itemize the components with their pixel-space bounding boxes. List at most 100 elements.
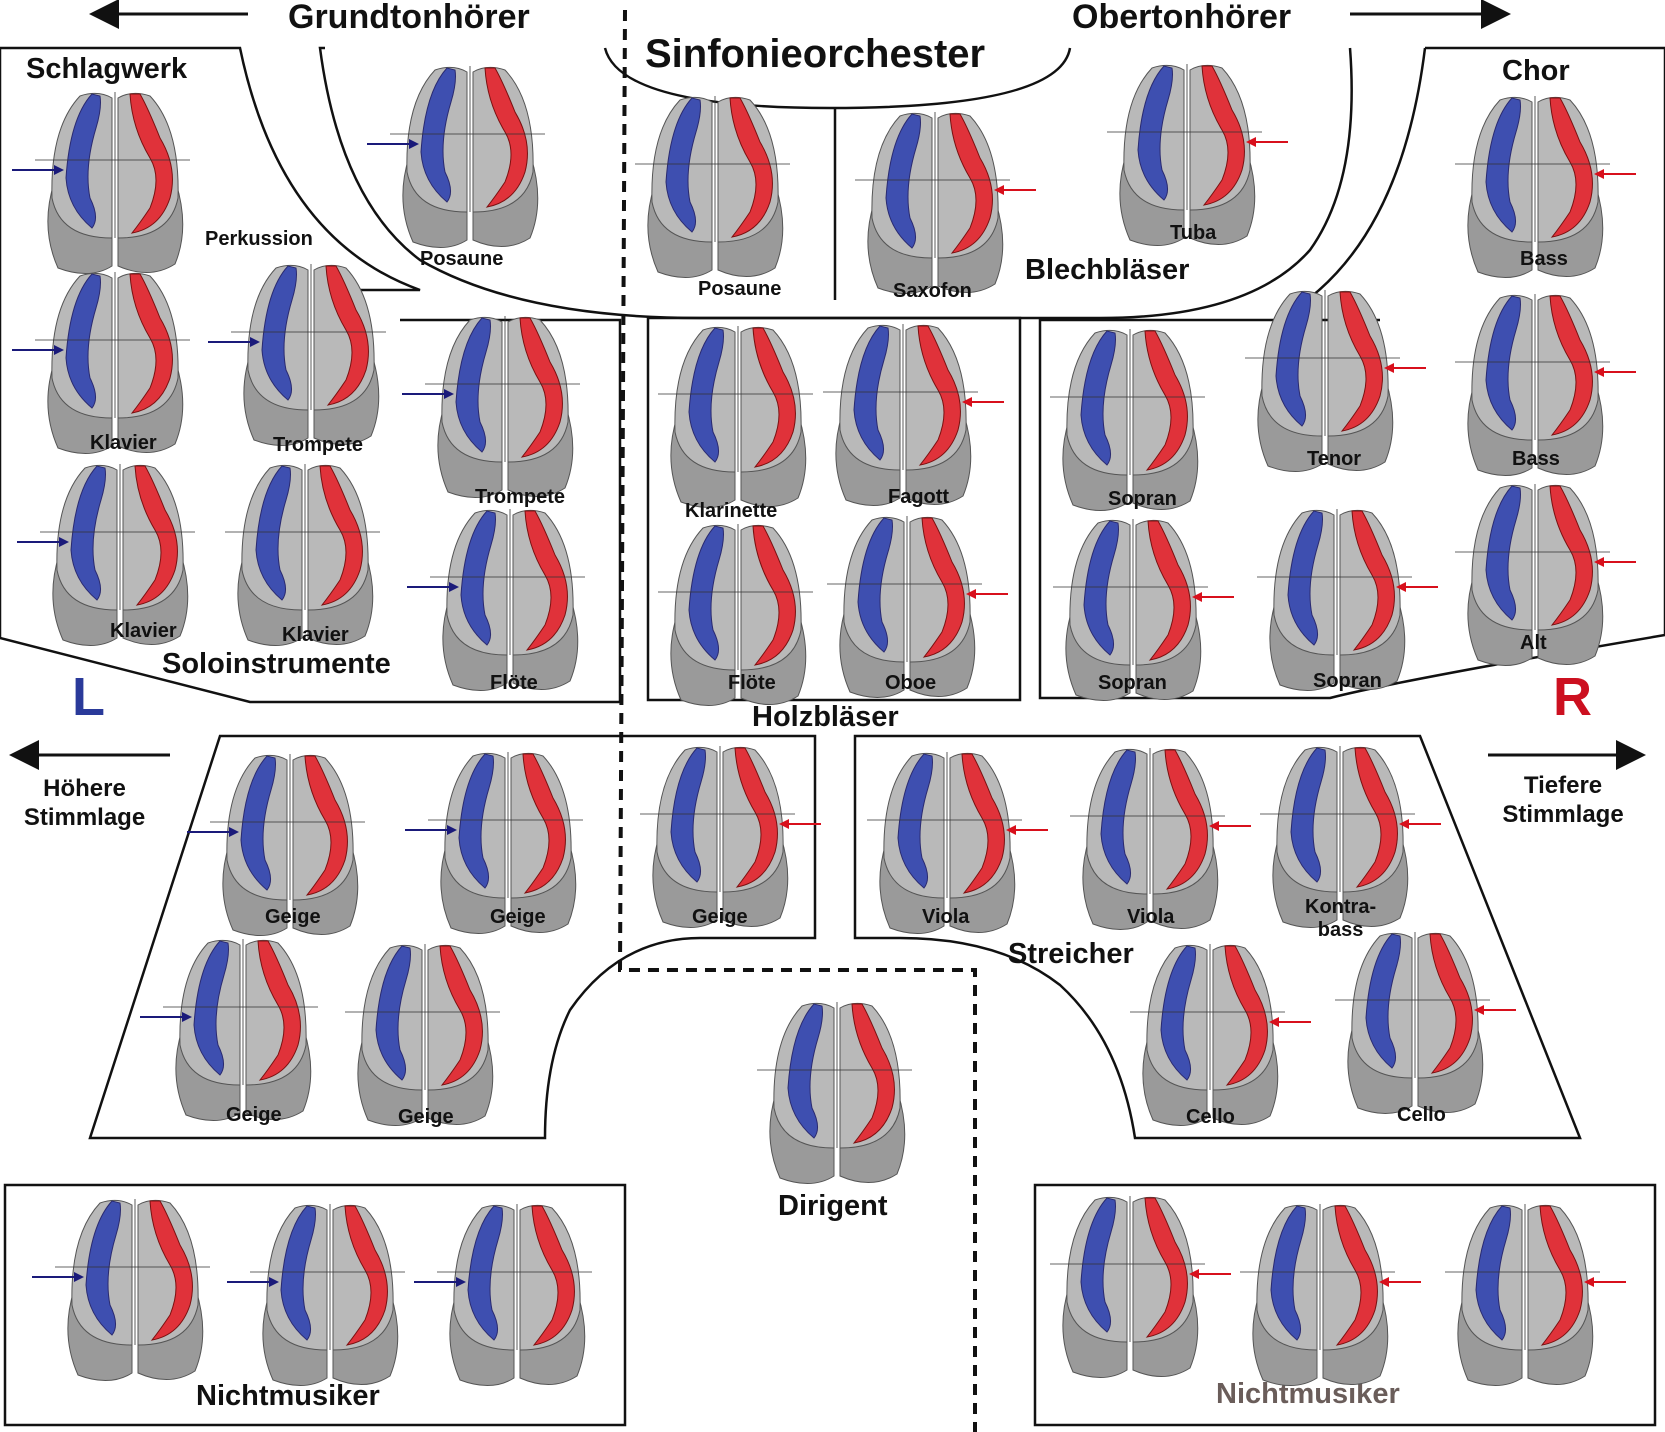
brain-label-cello-1: Cello (1186, 1106, 1235, 1128)
obertonhoerer-title: Obertonhörer (1072, 0, 1292, 36)
brain-posaune-2 (610, 92, 820, 282)
brain-label-bass-2: Bass (1512, 448, 1560, 470)
brain-trompete-1 (206, 260, 416, 450)
brain-image (1245, 290, 1426, 472)
brain-label-floete-1: Flöte (490, 672, 538, 694)
holzblaeser-label: Holzbläser (752, 701, 899, 733)
schlagwerk-label: Schlagwerk (26, 53, 188, 85)
sinfonieorchester-title: Sinfonieorchester (645, 32, 986, 76)
brain-image (1053, 519, 1234, 701)
brain-image (658, 524, 813, 706)
brain-image (225, 464, 380, 646)
left-hemisphere-letter: L (72, 667, 105, 727)
brain-nm-right-2 (1215, 1200, 1425, 1390)
brain-image (17, 464, 195, 646)
brain-nm-left-1 (30, 1195, 240, 1385)
brain-image (1260, 746, 1441, 928)
brain-image (227, 1204, 405, 1386)
brain-label-posaune-2: Posaune (698, 278, 782, 300)
brain-cello-2 (1310, 928, 1520, 1118)
brain-klavier-3 (200, 460, 410, 650)
brain-trompete-2 (400, 312, 610, 502)
hoehere-line2: Stimmlage (23, 803, 146, 831)
brain-image (1257, 509, 1438, 691)
brain-image (208, 264, 386, 446)
brain-image (1070, 748, 1251, 930)
brain-image (1455, 96, 1636, 278)
brain-label-sopran-1: Sopran (1108, 488, 1177, 510)
brain-image (867, 752, 1048, 934)
brain-label-viola-2: Viola (1127, 906, 1175, 928)
brain-viola-1 (842, 748, 1052, 938)
streicher-box (853, 734, 1582, 1140)
brain-label-bass-1: Bass (1520, 248, 1568, 270)
brain-geige-4 (138, 935, 348, 1125)
brain-image (1240, 1204, 1421, 1386)
brain-sopran-1 (1025, 325, 1235, 515)
brain-image (407, 509, 585, 691)
brain-posaune-1 (365, 62, 575, 252)
holz-box (646, 316, 1022, 702)
brain-geige-3 (615, 742, 825, 932)
brain-image (187, 754, 365, 936)
brain-image (823, 324, 1004, 506)
brain-label-cello-2: Cello (1397, 1104, 1446, 1126)
brain-alt (1430, 480, 1640, 670)
brain-label-geige-1: Geige (265, 906, 321, 928)
tiefere-stimmlage-label: Tiefere Stimmlage (1488, 772, 1638, 830)
brain-image (32, 1199, 210, 1381)
title-tab (603, 47, 1072, 110)
brain-label-saxofon: Saxofon (893, 280, 972, 302)
brain-nm-right-1 (1025, 1192, 1235, 1382)
brain-image (757, 1002, 912, 1184)
brain-label-viola-1: Viola (922, 906, 970, 928)
brain-geige-5 (320, 940, 530, 1130)
brain-image (827, 516, 1008, 698)
brain-label-alt: Alt (1520, 632, 1547, 654)
hoehere-stimmlage-label: Höhere Stimmlage (12, 775, 157, 833)
nm-right-box (1033, 1183, 1657, 1427)
brain-bass-1 (1430, 92, 1640, 282)
brain-oboe (802, 512, 1012, 702)
brain-image (1455, 484, 1636, 666)
brain-klarinette (633, 322, 843, 512)
brain-bass-2 (1430, 290, 1640, 480)
brain-image (1130, 944, 1311, 1126)
brain-label-tuba: Tuba (1170, 222, 1217, 244)
nichtmusiker-right-label: Nichtmusiker (1216, 1378, 1400, 1410)
orchestra-shell-left (0, 46, 421, 292)
brain-label-trompete-1: Trompete (273, 434, 364, 456)
chor-label: Chor (1502, 55, 1570, 87)
brain-label-fagott: Fagott (888, 486, 950, 508)
brain-label-tenor: Tenor (1307, 448, 1362, 470)
brain-saxofon (830, 108, 1040, 298)
brain-label-geige-4: Geige (226, 1104, 282, 1126)
brain-label-klavier-1: Klavier (90, 432, 157, 454)
brain-image (1050, 1196, 1231, 1378)
brain-image (1050, 329, 1205, 511)
brain-klavier-2 (15, 460, 225, 650)
brain-image (405, 752, 583, 934)
brain-label-sopran-2: Sopran (1098, 672, 1167, 694)
brain-viola-2 (1045, 744, 1255, 934)
brain-sopran-2 (1028, 515, 1238, 705)
tiefere-line1: Tiefere (1523, 772, 1603, 799)
brain-label-geige-5: Geige (398, 1106, 454, 1128)
brain-label-trompete-2: Trompete (475, 486, 566, 508)
brain-label-posaune-1: Posaune (420, 248, 504, 270)
brain-image (658, 326, 813, 508)
brain-geige-2 (403, 748, 613, 938)
brain-image (414, 1204, 592, 1386)
brain-label-geige-3: Geige (692, 906, 748, 928)
brain-geige-1 (185, 750, 395, 940)
brain-image (1107, 64, 1288, 246)
solo-box (0, 48, 622, 704)
brain-cello-1 (1105, 940, 1315, 1130)
brain-image (1455, 294, 1636, 476)
dashed-divider (617, 9, 977, 1432)
brain-floete-1 (405, 505, 615, 695)
brain-sopran-3 (1232, 505, 1442, 695)
brain-image (345, 944, 500, 1126)
